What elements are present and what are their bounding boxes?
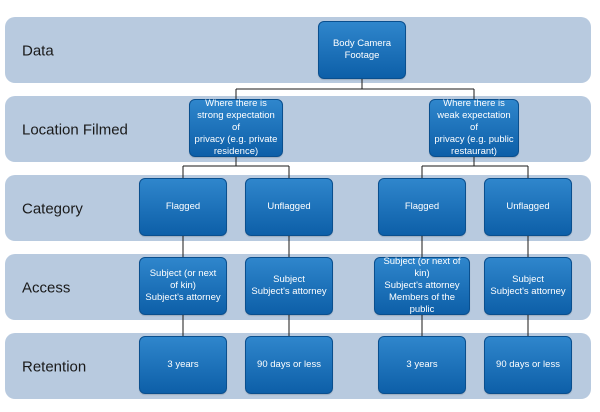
node-retention-weak-flagged: 3 years — [378, 336, 466, 394]
row-label-data: Data — [22, 42, 54, 60]
node-strong-unflagged: Unflagged — [245, 178, 333, 236]
node-access-weak-flagged: Subject (or next of kin) Subject's attor… — [374, 256, 470, 315]
node-weak-unflagged: Unflagged — [484, 178, 572, 236]
node-body-camera-footage: Body Camera Footage — [318, 21, 406, 79]
row-band-data — [5, 17, 591, 83]
node-retention-weak-unflagged: 90 days or less — [484, 336, 572, 394]
node-weak-expectation: Where there is weak expectation of priva… — [429, 98, 519, 157]
node-access-strong-flagged: Subject (or next of kin) Subject's attor… — [139, 257, 227, 315]
row-label-category: Category — [22, 200, 83, 218]
node-access-strong-unflagged: Subject Subject's attorney — [245, 257, 333, 315]
node-strong-expectation: Where there is strong expectation of pri… — [189, 98, 283, 157]
node-retention-strong-flagged: 3 years — [139, 336, 227, 394]
row-label-retention: Retention — [22, 358, 87, 376]
row-label-access: Access — [22, 279, 71, 297]
node-retention-strong-unflagged: 90 days or less — [245, 336, 333, 394]
node-weak-flagged: Flagged — [378, 178, 466, 236]
node-access-weak-unflagged: Subject Subject's attorney — [484, 257, 572, 315]
row-label-location: Location Filmed — [22, 121, 128, 139]
node-strong-flagged: Flagged — [139, 178, 227, 236]
